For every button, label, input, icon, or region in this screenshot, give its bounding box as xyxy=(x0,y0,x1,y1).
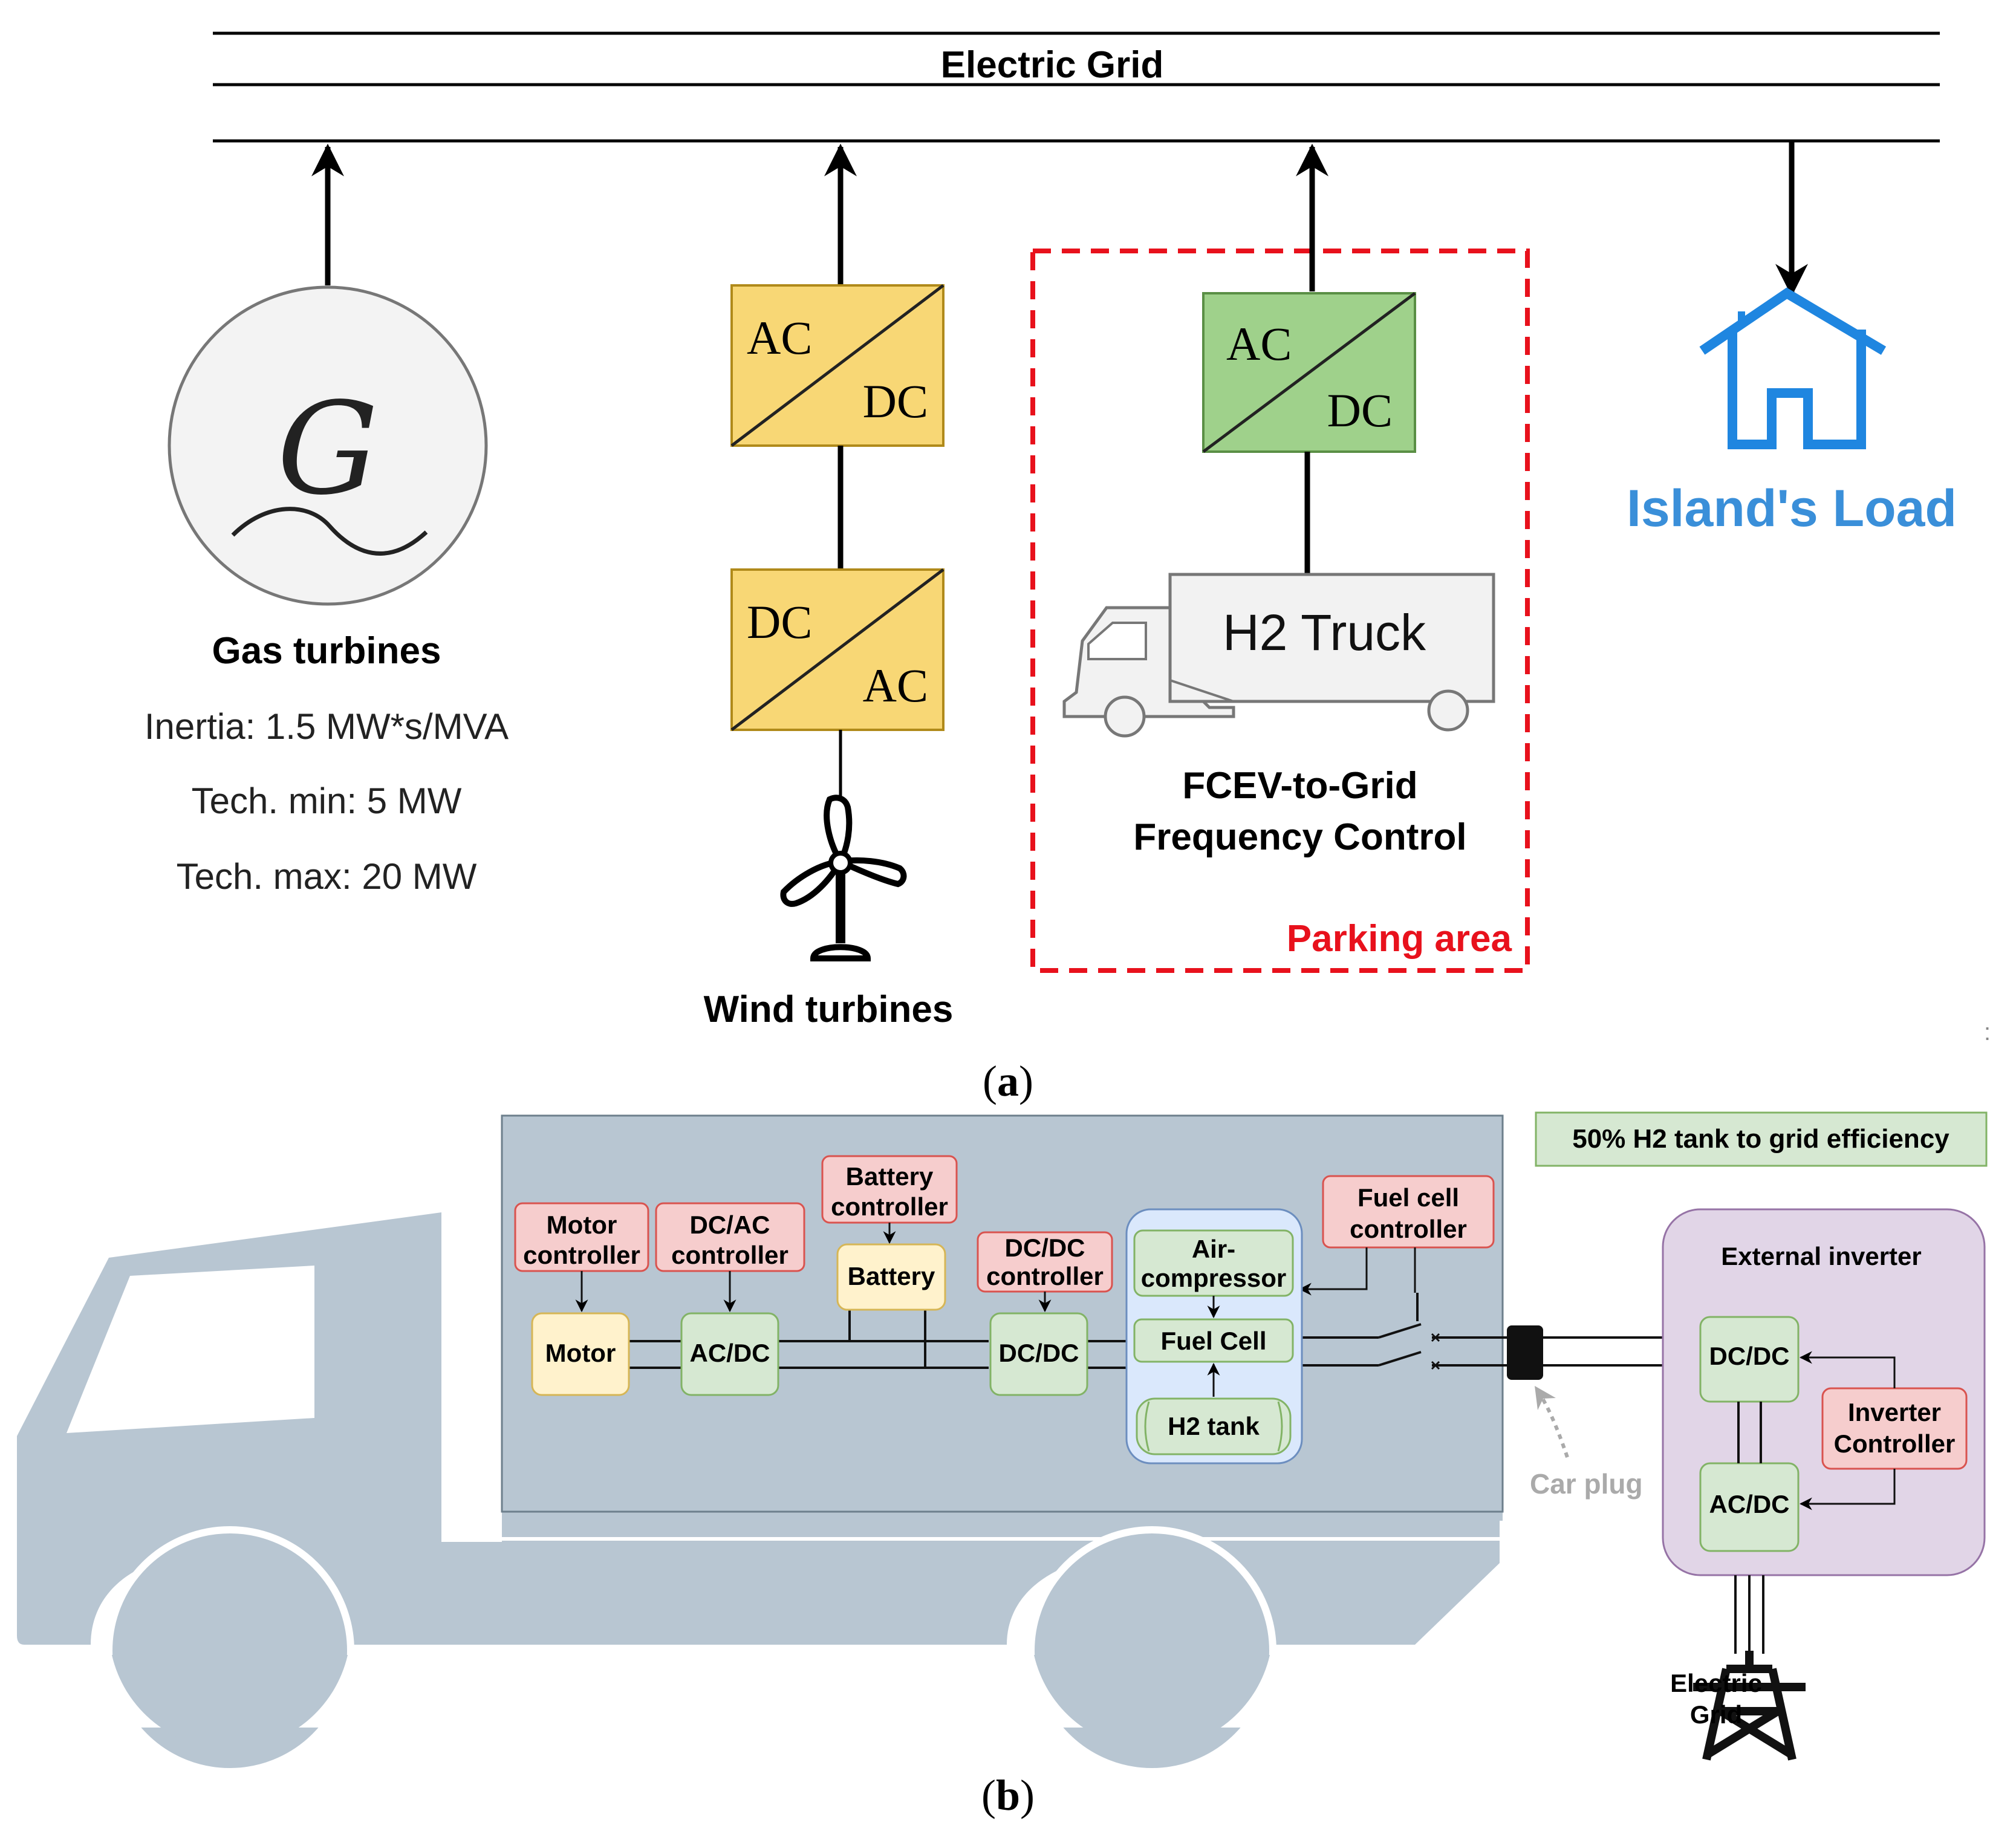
island-load-group: Island's Load xyxy=(1627,141,1957,538)
battery-controller-line2: controller xyxy=(831,1192,948,1221)
gas-tech-max: Tech. max: 20 MW xyxy=(177,856,477,897)
switch-marks xyxy=(1431,1333,1440,1370)
parking-area-border xyxy=(1030,249,1530,973)
dcac-controller-line1: DC/AC xyxy=(690,1211,770,1239)
electric-grid-bus: Electric Grid xyxy=(213,31,1940,143)
external-inverter: External inverter DC/DC AC/DC Inverter C… xyxy=(1662,1208,1986,1654)
motor-controller-line1: Motor xyxy=(547,1211,617,1239)
fuel-cell-group: Air- compressor Fuel Cell H2 tank xyxy=(1125,1208,1303,1465)
h2-truck-icon: H2 Truck xyxy=(1062,573,1495,738)
wind-turbines-title: Wind turbines xyxy=(704,989,954,1030)
generator-symbol xyxy=(167,285,488,606)
fuelcell-controller-line1: Fuel cell xyxy=(1358,1183,1459,1212)
electric-grid-title: Electric Grid xyxy=(941,44,1164,86)
dcdc-controller-line1: DC/DC xyxy=(1005,1234,1085,1262)
generator-g-letter: G xyxy=(277,375,379,523)
fcev-title-line2: Frequency Control xyxy=(1133,816,1466,858)
island-load-title: Island's Load xyxy=(1627,480,1957,538)
inverter-acdc-label: AC/DC xyxy=(1709,1490,1790,1518)
sine-wave-icon xyxy=(231,507,428,556)
gas-turbine-group: G Gas turbines Inertia: 1.5 MW*s/MVA Tec… xyxy=(145,143,509,897)
dcdc-controller: DC/DC controller xyxy=(977,1231,1113,1293)
fuelcell-controller-line2: controller xyxy=(1350,1215,1467,1243)
fcev-group: AC DC H2 Truck FCEV-to-Grid Frequency Co… xyxy=(1030,143,1530,973)
electric-grid-label-line2: Grid xyxy=(1690,1700,1742,1729)
motor-label: Motor xyxy=(545,1339,616,1367)
wind-turbine-group: AC DC DC AC Wind turbines xyxy=(704,143,954,1030)
wind-conv1-top: AC xyxy=(747,311,812,364)
ac-dc-converter-wind: AC DC xyxy=(730,284,945,447)
fcev-conv-top: AC xyxy=(1226,317,1292,370)
motor-controller: Motor controller xyxy=(514,1202,649,1272)
caption-b: (b) xyxy=(981,1771,1035,1819)
wind-conv1-bottom: DC xyxy=(863,375,928,427)
transmission-tower-icon xyxy=(1693,1651,1806,1761)
fcev-conv-bottom: DC xyxy=(1327,384,1393,437)
panel-a: Electric Grid G Gas turbines Inertia: 1.… xyxy=(145,31,1991,1105)
caption-b-letter: b xyxy=(996,1771,1020,1819)
inverter-controller-line2: Controller xyxy=(1834,1429,1956,1458)
battery-controller-line1: Battery xyxy=(846,1162,934,1191)
dcdc-controller-line2: controller xyxy=(986,1262,1104,1290)
wind-turbine-icon xyxy=(780,795,907,961)
house-icon xyxy=(1699,287,1887,449)
stray-mark: : xyxy=(1984,1019,1991,1045)
battery-label: Battery xyxy=(848,1262,935,1290)
battery-block: Battery xyxy=(836,1243,946,1311)
car-plug-icon xyxy=(1507,1325,1543,1380)
fcev-title-line1: FCEV-to-Grid xyxy=(1182,765,1417,807)
inverter-dcdc-label: DC/DC xyxy=(1709,1342,1790,1370)
dcdc-label: DC/DC xyxy=(999,1339,1079,1367)
dcac-controller-line2: controller xyxy=(671,1241,789,1269)
dc-ac-converter-wind: DC AC xyxy=(730,568,945,731)
gas-tech-min: Tech. min: 5 MW xyxy=(192,781,462,821)
efficiency-note-text: 50% H2 tank to grid efficiency xyxy=(1572,1124,1949,1154)
motor-block: Motor xyxy=(531,1312,630,1396)
panel-b: Motor controller DC/AC controller Batter… xyxy=(0,1111,1988,1819)
external-inverter-title: External inverter xyxy=(1721,1242,1922,1270)
efficiency-note: 50% H2 tank to grid efficiency xyxy=(1535,1111,1988,1167)
caption-a-letter: a xyxy=(997,1057,1019,1105)
h2-truck-label: H2 Truck xyxy=(1223,604,1426,661)
car-plug-label: Car plug xyxy=(1530,1468,1643,1500)
electric-grid-label-line1: Electric xyxy=(1670,1669,1762,1697)
gas-turbines-title: Gas turbines xyxy=(212,630,441,672)
wind-conv2-bottom: AC xyxy=(863,659,928,712)
acdc-label: AC/DC xyxy=(690,1339,770,1367)
h2-tank-label: H2 tank xyxy=(1168,1412,1260,1440)
air-compressor-line2: compressor xyxy=(1141,1264,1286,1292)
inverter-controller-line1: Inverter xyxy=(1848,1398,1941,1426)
gas-inertia: Inertia: 1.5 MW*s/MVA xyxy=(145,706,509,747)
wind-conv2-top: DC xyxy=(747,596,812,648)
ac-dc-converter-fcev: AC DC xyxy=(1202,291,1416,453)
fuelcell-controller: Fuel cell controller xyxy=(1322,1175,1495,1249)
dcac-controller: DC/AC controller xyxy=(655,1202,805,1272)
fuel-cell-label: Fuel Cell xyxy=(1160,1327,1266,1355)
air-compressor-line1: Air- xyxy=(1192,1235,1235,1263)
acdc-block: AC/DC xyxy=(680,1312,779,1396)
parking-area-label: Parking area xyxy=(1287,918,1512,960)
battery-controller: Battery controller xyxy=(821,1155,958,1224)
caption-a: (a) xyxy=(983,1057,1033,1105)
dcdc-block: DC/DC xyxy=(989,1312,1088,1396)
motor-controller-line2: controller xyxy=(523,1241,640,1269)
